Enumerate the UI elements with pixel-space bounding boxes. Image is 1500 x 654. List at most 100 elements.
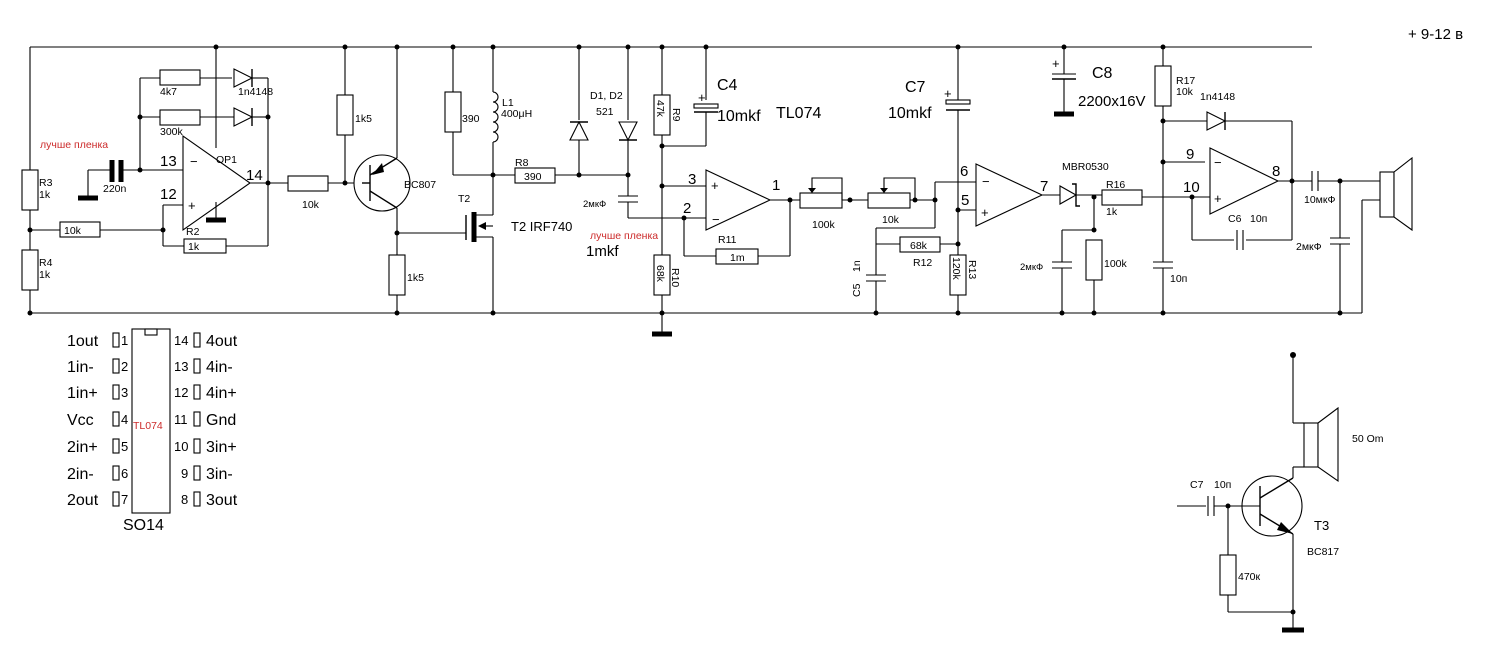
r13-name: R13	[966, 260, 978, 279]
resistor-470k	[1219, 554, 1237, 596]
ic-left-name-6: 2in-	[67, 466, 94, 483]
ic-right-name-10: 3in+	[206, 439, 237, 456]
r16-value: 1k	[1106, 206, 1118, 218]
r-4k7-label: 4k7	[160, 86, 177, 98]
r8-name: R8	[515, 157, 529, 169]
pin-8: 8	[1272, 163, 1280, 180]
ic-left-num-4: 4	[121, 412, 128, 427]
pin-10: 10	[1183, 179, 1200, 196]
r12-name: R12	[913, 257, 932, 269]
r10-name: R10	[669, 268, 681, 287]
t3-label: T3	[1314, 518, 1329, 533]
pot-100k-label: 100k	[812, 219, 836, 231]
r10-value: 68k	[654, 265, 666, 283]
pot-10k-label: 10k	[882, 214, 900, 226]
c-220n-label: 220n	[103, 183, 127, 195]
ic-right-name-12: 4in+	[206, 385, 237, 402]
ic-chip-label: TL074	[133, 420, 163, 432]
tl074-label: TL074	[776, 105, 821, 122]
op-stage2-minus: −	[982, 174, 990, 189]
pin-14: 14	[246, 167, 263, 184]
ic-right-name-9: 3in-	[206, 466, 233, 483]
cap-2mkf-a	[618, 195, 638, 203]
c6-name: C6	[1228, 213, 1242, 225]
resistor-r3	[21, 169, 39, 211]
cap-2mkf-b	[1052, 261, 1072, 269]
speaker-50om-label: 50 Om	[1352, 433, 1384, 445]
ic-left-num-6: 6	[121, 466, 128, 481]
op-stage1-minus: −	[712, 212, 720, 227]
c5-name: C5	[851, 283, 863, 297]
diode-1n4148-mid	[233, 107, 254, 127]
r-100k-label: 100k	[1104, 258, 1128, 270]
cap-2mkf-c	[1330, 237, 1350, 245]
pin-2: 2	[683, 200, 691, 217]
diode-d2	[618, 121, 638, 142]
c-1mkf-label: 1mkf	[586, 243, 619, 260]
c7-name: C7	[905, 79, 926, 96]
r17-value: 10k	[1176, 86, 1194, 98]
inductor-l1	[492, 91, 499, 143]
ic-right-name-14: 4out	[206, 333, 238, 350]
r-68k-label: 68k	[910, 240, 928, 252]
c7-t3-value: 10п	[1214, 479, 1231, 491]
cap-c7-t3	[1207, 496, 1215, 516]
ic-right-num-14: 14	[174, 333, 188, 348]
d-1n4148-b-label: 1n4148	[1200, 91, 1235, 103]
r9-name: R9	[670, 108, 682, 122]
film-note-2: лучше пленка	[590, 230, 658, 242]
pin-3: 3	[688, 171, 696, 188]
r13-value: 120k	[950, 257, 962, 281]
cap-c5	[866, 274, 886, 282]
l1-name: L1	[502, 97, 514, 109]
cap-c7	[945, 99, 971, 111]
pin-12: 12	[160, 186, 177, 203]
c8-value: 2200x16V	[1078, 93, 1146, 110]
r3-name: R3	[39, 177, 53, 189]
r-10k-bias-label: 10k	[64, 225, 82, 237]
ic-right-name-13: 4in-	[206, 359, 233, 376]
mosfet-t2	[465, 205, 494, 242]
c-10n-label: 10п	[1170, 273, 1187, 285]
r-390-label: 390	[462, 113, 480, 125]
resistor-1k5-top	[336, 94, 354, 136]
c-10mkf-label: 10мкФ	[1304, 194, 1335, 206]
ic-left-num-2: 2	[121, 359, 128, 374]
r17-name: R17	[1176, 75, 1195, 87]
ic-left-name-5: 2in+	[67, 439, 98, 456]
ic-left-name-7: 2out	[67, 492, 99, 509]
r3-value: 1k	[39, 189, 51, 201]
op-stage3-plus: +	[1214, 191, 1222, 206]
c-2mkf-b-label: 2мкФ	[1020, 262, 1043, 273]
cap-c4	[693, 103, 719, 113]
opamp-stage-3	[1209, 147, 1280, 215]
resistor-100k	[1085, 239, 1103, 281]
speaker-50om-icon	[1303, 406, 1339, 483]
supply-label: + 9-12 в	[1408, 26, 1463, 43]
ic-left-name-1: 1out	[67, 333, 99, 350]
t2-label: T2	[458, 193, 470, 205]
ic-right-num-8: 8	[181, 492, 188, 507]
opamp-stage-2	[975, 163, 1044, 227]
junction-dots	[27, 44, 1343, 316]
diode-1n4148-out	[1206, 111, 1227, 131]
ic-left-name-3: 1in+	[67, 385, 98, 402]
c5-value: 1n	[851, 260, 863, 272]
r4-name: R4	[39, 257, 53, 269]
resistor-10k-base	[287, 175, 329, 192]
ic-package-label: SO14	[123, 517, 164, 534]
bc807-label: BC807	[404, 179, 436, 191]
l1-value: 400μH	[501, 108, 532, 120]
c4-value: 10mkf	[717, 108, 761, 125]
c4-name: C4	[717, 77, 738, 94]
pin-9: 9	[1186, 146, 1194, 163]
op1-minus: −	[190, 154, 198, 169]
r-1k5-top-label: 1k5	[355, 113, 372, 125]
ic-left-num-5: 5	[121, 439, 128, 454]
c4-plus: +	[698, 90, 706, 105]
c8-name: C8	[1092, 65, 1113, 82]
c7-value: 10mkf	[888, 105, 932, 122]
r-300k-label: 300k	[160, 126, 184, 138]
r11-value: 1m	[730, 252, 745, 264]
